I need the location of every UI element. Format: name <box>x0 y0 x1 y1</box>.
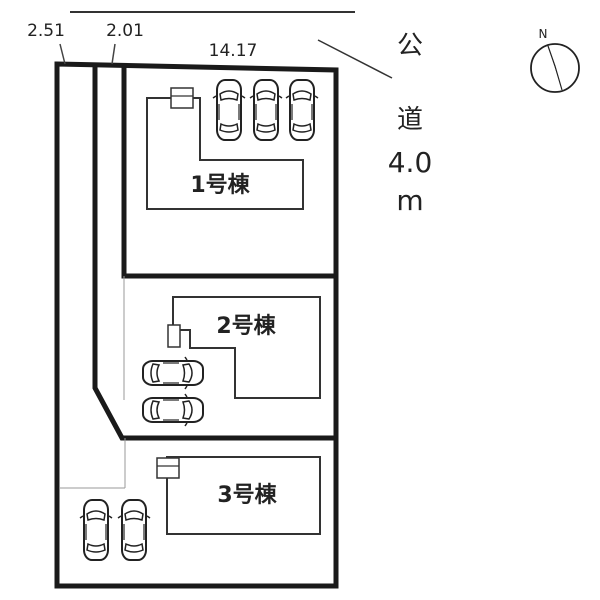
parking-2a <box>143 357 203 389</box>
building-2-entry <box>167 324 181 348</box>
road-width-unit: m <box>396 184 423 217</box>
building-3-label: 3号棟 <box>217 482 277 508</box>
building-2-label: 2号棟 <box>216 313 276 339</box>
building-3-entry <box>156 457 180 479</box>
parking-2b <box>143 394 203 426</box>
parking-3b <box>117 499 151 561</box>
compass-north-label: N <box>539 27 548 41</box>
road-label-ko: 公 <box>397 31 423 61</box>
building-3-outline <box>166 456 321 535</box>
parking-1a <box>212 79 246 141</box>
dim-frontage: 14.17 <box>209 41 258 61</box>
building-1-entry <box>170 87 194 109</box>
dim-middle-width: 2.01 <box>106 21 144 41</box>
compass-icon <box>530 43 580 93</box>
building-1-label: 1号棟 <box>190 172 250 198</box>
site-boundary <box>54 61 339 589</box>
dim-tick-left <box>59 43 66 65</box>
dim-left-width: 2.51 <box>27 21 65 41</box>
road-label-michi: 道 <box>397 105 423 135</box>
road-leader-line <box>317 39 393 79</box>
parking-1c <box>285 79 319 141</box>
road-width-value: 4.0 <box>388 146 433 179</box>
access-path-outer <box>92 64 336 441</box>
building-1-outline <box>146 97 304 210</box>
dim-tick-middle <box>111 43 116 65</box>
parking-1b <box>249 79 283 141</box>
parking-3a <box>79 499 113 561</box>
